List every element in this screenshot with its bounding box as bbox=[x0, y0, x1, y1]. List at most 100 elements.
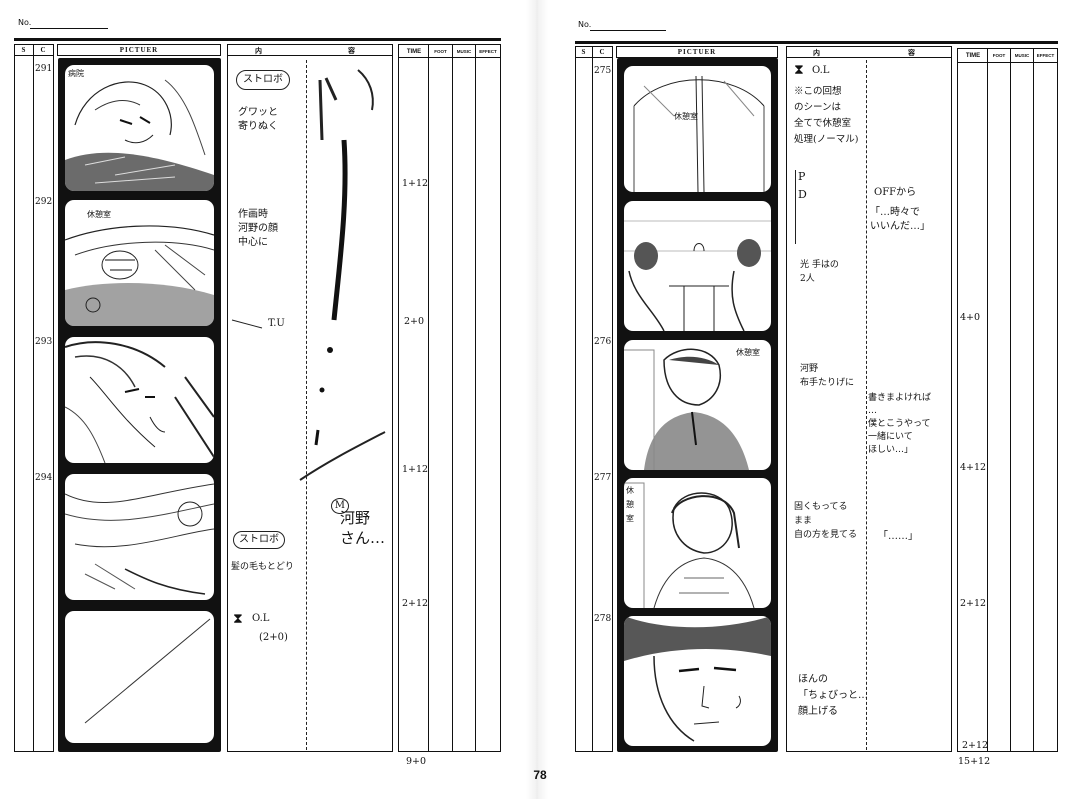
content-header-box bbox=[227, 44, 393, 56]
total-time: 15+12 bbox=[958, 756, 991, 767]
note-kawano: 河野 布手たりげに bbox=[800, 364, 855, 388]
sketch-man-closeup bbox=[624, 616, 771, 742]
cut-number: 275 bbox=[594, 66, 612, 76]
note-ol: O.L bbox=[812, 65, 830, 76]
foot-header: FOOT bbox=[434, 49, 447, 54]
note-ol-duration: (2+0) bbox=[259, 632, 288, 643]
note-two-people: 光 手はの 2人 bbox=[800, 260, 839, 284]
storyboard-frame-3 bbox=[65, 337, 214, 463]
note-look-up: ほんの 「ちょびっと… 顔上げる bbox=[798, 674, 868, 717]
storyboard-frame-4 bbox=[65, 474, 214, 600]
frame-1-label: 休憩室 bbox=[674, 112, 698, 121]
cut-number: 293 bbox=[35, 337, 53, 347]
time-header-row bbox=[398, 44, 501, 58]
header-rule bbox=[14, 38, 501, 41]
note-hair: 髪の毛もとどり bbox=[231, 562, 294, 572]
time-value: 2+0 bbox=[404, 316, 425, 327]
storyboard-frame-5 bbox=[65, 611, 214, 743]
music-column bbox=[1010, 48, 1034, 752]
dialogue-sometimes: 「…時々で いいんだ…」 bbox=[870, 207, 930, 232]
note-off: OFFから bbox=[874, 187, 917, 198]
foot-column bbox=[987, 48, 1011, 752]
c-header: C bbox=[40, 46, 47, 54]
content-header-right: 容 bbox=[908, 49, 916, 57]
monologue-mark: M bbox=[330, 498, 349, 514]
effect-header: EFFECT bbox=[479, 49, 497, 54]
frame-4-label: 休憩室 bbox=[626, 486, 634, 523]
sketch-hair-closeup bbox=[65, 483, 214, 595]
time-value: 1+12 bbox=[402, 178, 429, 189]
time-header-row bbox=[957, 48, 1058, 63]
number-line bbox=[30, 28, 108, 29]
storyboard-frame-2 bbox=[624, 201, 771, 331]
time-value: 4+0 bbox=[960, 312, 981, 323]
picture-header-box bbox=[616, 46, 778, 58]
time-header: TIME bbox=[406, 49, 422, 55]
content-header-right: 容 bbox=[348, 47, 356, 55]
dialogue-kawano: 河野 さん… bbox=[340, 509, 386, 547]
cut-number: 278 bbox=[594, 614, 612, 624]
number-label: No. bbox=[578, 20, 592, 29]
note-ol: O.L bbox=[252, 613, 270, 624]
frame-2-label: 休憩室 bbox=[87, 210, 111, 219]
header-rule bbox=[575, 41, 1058, 44]
sketch-cafe-two-people bbox=[624, 220, 771, 331]
sc-header-row bbox=[575, 46, 613, 58]
effect-header: EFFECT bbox=[1036, 53, 1055, 58]
note-pd: P D bbox=[798, 170, 807, 201]
frame-3-label: 休憩室 bbox=[736, 348, 760, 357]
s-header: S bbox=[21, 46, 27, 54]
time-header: TIME bbox=[965, 53, 981, 59]
film-strip: 病院 休憩室 bbox=[58, 58, 221, 752]
note-flashback: ※この回想 のシーンは 全てで休憩室 処理(ノーマル) bbox=[794, 86, 859, 145]
dialogue-silence: 「……」 bbox=[878, 531, 918, 542]
dialogue-marker: M bbox=[318, 484, 349, 528]
storyboard-frame-1: 病院 bbox=[65, 65, 214, 191]
storyboard-frame-4: 休憩室 bbox=[624, 478, 771, 608]
sc-header-row bbox=[14, 44, 54, 56]
sketch-man-seated bbox=[624, 348, 749, 470]
storyboard-frame-3: 休憩室 bbox=[624, 340, 771, 470]
content-divider bbox=[306, 60, 307, 750]
storyboard-frame-5 bbox=[624, 616, 771, 746]
content-header-left: 内 bbox=[813, 49, 821, 57]
cut-number: 277 bbox=[594, 473, 612, 483]
book-gutter bbox=[526, 0, 548, 799]
effect-column bbox=[1033, 48, 1058, 752]
time-value: 4+12 bbox=[960, 462, 987, 473]
time-value: 2+12 bbox=[960, 598, 987, 609]
cut-number: 292 bbox=[35, 197, 53, 207]
page-number: 78 bbox=[533, 768, 547, 782]
content-header-box bbox=[786, 46, 952, 58]
time-value: 1+12 bbox=[402, 464, 429, 475]
sketch-window bbox=[633, 75, 765, 192]
film-strip: 休憩室 休憩室 bbox=[617, 58, 778, 752]
music-header: MUSIC bbox=[1014, 53, 1030, 58]
foot-header: FOOT bbox=[992, 53, 1006, 58]
time-value: 2+12 bbox=[962, 740, 989, 751]
content-divider bbox=[866, 60, 867, 750]
storyboard-frame-1: 休憩室 bbox=[624, 66, 771, 192]
s-column bbox=[575, 46, 593, 752]
sketch-overlap-line bbox=[84, 618, 211, 724]
picture-header: PICTUER bbox=[677, 48, 717, 56]
c-column bbox=[592, 46, 613, 752]
total-time: 9+0 bbox=[406, 756, 427, 767]
frame-1-label: 病院 bbox=[68, 69, 84, 78]
right-sheet: No. S C PICTUER 内 容 TIME FOOT MUSIC EFFE… bbox=[548, 0, 1076, 799]
c-header: C bbox=[599, 48, 606, 56]
overlap-icon: ⧗ bbox=[794, 62, 804, 78]
sketch-car-interior bbox=[65, 225, 214, 326]
number-line bbox=[590, 30, 666, 31]
picture-header: PICTUER bbox=[119, 46, 159, 54]
storyboard-frame-2: 休憩室 bbox=[65, 200, 214, 326]
note-strobe: ストロボ bbox=[236, 70, 290, 90]
picture-header-box bbox=[57, 44, 221, 56]
overlap-icon: ⧗ bbox=[233, 611, 243, 627]
time-column bbox=[957, 48, 988, 752]
left-sheet: No. S C PICTUER 内 容 TIME FOOT MUSIC EFFE… bbox=[0, 0, 528, 799]
content-header-left: 内 bbox=[255, 47, 263, 55]
sketch-man-face bbox=[65, 341, 214, 463]
s-header: S bbox=[581, 48, 587, 56]
note-hold-tight: 固くもってる まま 自の方を見てる bbox=[794, 502, 858, 540]
